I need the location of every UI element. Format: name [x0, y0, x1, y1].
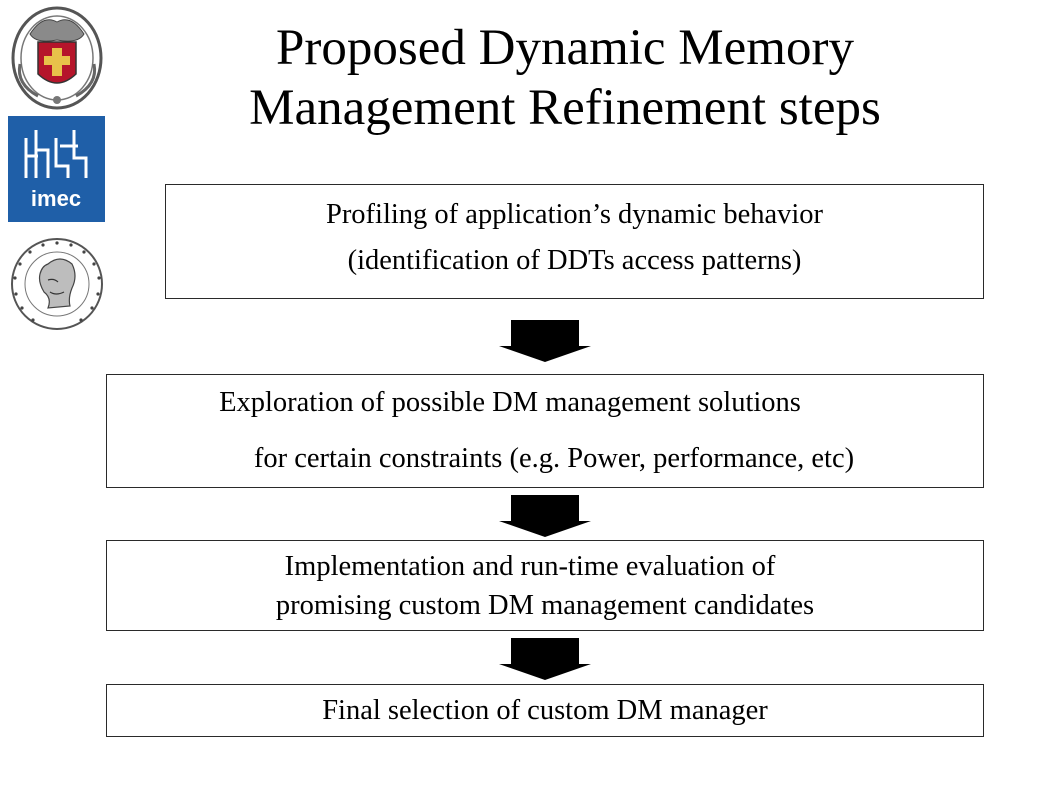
imec-logo: imec — [8, 116, 105, 222]
slide-title-line-2: Management Refinement steps — [249, 80, 881, 136]
step-box-profiling: Profiling of application’s dynamic behav… — [165, 184, 984, 299]
duth-seal-logo — [11, 238, 103, 330]
slide-title: Proposed Dynamic Memory Management Refin… — [150, 18, 980, 138]
down-arrow-icon — [499, 320, 591, 362]
down-arrow-icon — [499, 495, 591, 537]
down-arrow-icon — [499, 638, 591, 680]
step-3-line-2: promising custom DM management candidate… — [275, 590, 815, 621]
slide-title-line-1: Proposed Dynamic Memory — [276, 20, 854, 76]
ucm-crest-logo — [11, 6, 103, 110]
step-box-implementation: Implementation and run-time evaluation o… — [106, 540, 984, 631]
step-2-line-1: Exploration of possible DM management so… — [219, 387, 801, 418]
step-box-exploration: Exploration of possible DM management so… — [106, 374, 984, 488]
step-3-line-1: Implementation and run-time evaluation o… — [284, 551, 776, 582]
step-4-line-1: Final selection of custom DM manager — [322, 695, 768, 726]
step-2-line-2: for certain constraints (e.g. Power, per… — [253, 443, 855, 474]
step-box-final-selection: Final selection of custom DM manager — [106, 684, 984, 737]
imec-logo-text: imec — [31, 186, 81, 211]
step-1-line-2: (identification of DDTs access patterns) — [347, 245, 802, 276]
step-1-line-1: Profiling of application’s dynamic behav… — [325, 199, 824, 230]
